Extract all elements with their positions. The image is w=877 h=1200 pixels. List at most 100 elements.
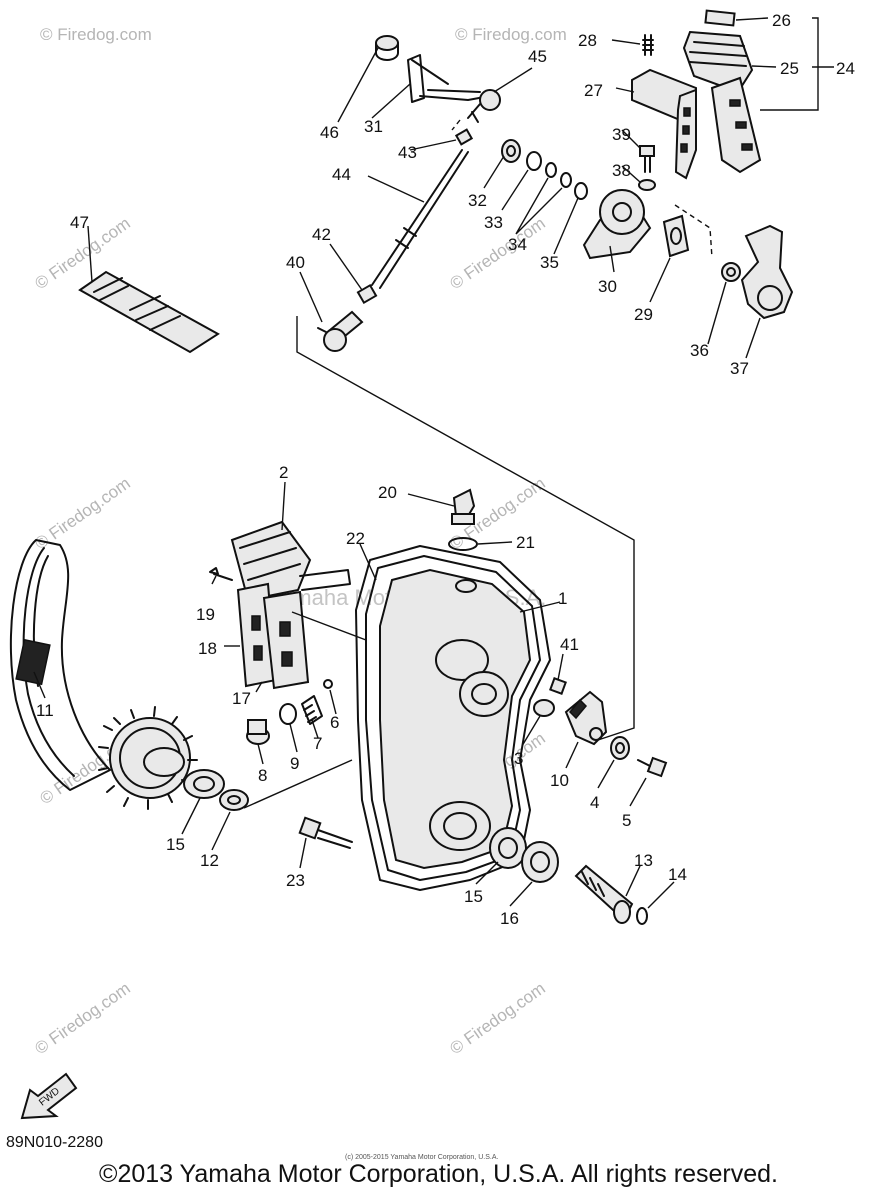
- callout-28: 28: [578, 31, 597, 50]
- part-5-bolt: [637, 756, 668, 778]
- part-code: 89N010-2280: [6, 1134, 103, 1151]
- callout-7: 7: [313, 734, 322, 753]
- callout-3: 3: [514, 749, 523, 768]
- part-20-dipstick: [451, 488, 476, 525]
- part-28-screw: [642, 34, 654, 56]
- part-26-emblem: [704, 9, 736, 27]
- part-17-plate: [262, 590, 310, 690]
- callout-12: 12: [200, 851, 219, 870]
- part-30-pivot-bracket: [582, 189, 652, 260]
- alignment-line: [243, 759, 353, 809]
- watermark-site: © Firedog.com: [40, 25, 152, 44]
- callout-36: 36: [690, 341, 709, 360]
- callout-40: 40: [286, 253, 305, 272]
- part-13-shaft: [574, 864, 634, 924]
- tiny-copyright: (c) 2005-2015 Yamaha Motor Corporation, …: [345, 1154, 499, 1161]
- callout-30: 30: [598, 277, 617, 296]
- callout-27: 27: [584, 81, 603, 100]
- part-6-ball: [323, 679, 333, 689]
- callout-5: 5: [622, 811, 631, 830]
- callout-31: 31: [364, 117, 383, 136]
- callout-15: 15: [166, 835, 185, 854]
- part-37-cover: [740, 224, 794, 320]
- part-1-chain-case: [355, 545, 551, 891]
- callout-21: 21: [516, 533, 535, 552]
- watermark-site: © Firedog.com: [446, 979, 548, 1059]
- part-7-spring: [301, 695, 323, 725]
- part-14-clip: [636, 907, 648, 925]
- callout-9: 9: [290, 754, 299, 773]
- part-4-washer: [610, 736, 630, 760]
- callout-11: 11: [36, 701, 54, 720]
- callout-38: 38: [612, 161, 631, 180]
- part-41-nut: [549, 677, 567, 695]
- callout-43: 43: [398, 143, 417, 162]
- part-38-washer: [638, 179, 656, 191]
- callout-41: 41: [560, 635, 579, 654]
- part-29-plate: [662, 214, 690, 258]
- callout-labels: 1 2 3 4 5 6 7 8 9 10 11 12 13 14 15 15 1…: [36, 11, 855, 928]
- callout-44: 44: [332, 165, 351, 184]
- part-25-shift-grip: [682, 30, 762, 174]
- callout-42: 42: [312, 225, 331, 244]
- sprocket-gear: [98, 706, 198, 810]
- callout-47: 47: [70, 213, 89, 232]
- part-16-seal: [521, 841, 559, 883]
- callout-45: 45: [528, 47, 547, 66]
- callout-2: 2: [279, 463, 288, 482]
- callout-8: 8: [258, 766, 267, 785]
- part-8-plug: [246, 719, 270, 745]
- part-15-bearing: [183, 769, 225, 799]
- callout-17: 17: [232, 689, 251, 708]
- callout-39: 39: [612, 125, 631, 144]
- part-10-shift-arm: [564, 690, 608, 746]
- part-19-screw: [209, 567, 233, 581]
- callout-23: 23: [286, 871, 305, 890]
- watermarks: © Firedog.com © Firedog.com © Firedog.co…: [31, 25, 566, 1058]
- part-42-nut: [356, 283, 378, 305]
- part-34-clip: [545, 162, 557, 178]
- lower-assembly: [9, 488, 668, 925]
- callout-16: 16: [500, 909, 519, 928]
- leader-lines: [33, 17, 834, 909]
- part-32-bushing: [501, 139, 521, 163]
- callout-13: 13: [634, 851, 653, 870]
- part-21-o-ring: [448, 537, 478, 551]
- part-34-clip: [560, 172, 572, 188]
- callout-34: 34: [508, 235, 527, 254]
- part-46-cap: [375, 35, 399, 61]
- callout-29: 29: [634, 305, 653, 324]
- connection-line: [296, 316, 635, 741]
- part-44-rod: [371, 149, 469, 289]
- fwd-arrow: FWD: [20, 1072, 78, 1120]
- callout-32: 32: [468, 191, 487, 210]
- upper-assembly: [78, 9, 794, 354]
- callout-19: 19: [196, 605, 215, 624]
- callout-18: 18: [198, 639, 217, 658]
- callout-15: 15: [464, 887, 483, 906]
- copyright-footer: ©2013 Yamaha Motor Corporation, U.S.A. A…: [99, 1160, 778, 1188]
- part-40-ball-joint: [317, 310, 364, 352]
- part-27-lever-holder: [631, 68, 697, 180]
- callout-22: 22: [346, 529, 365, 548]
- part-31-lever: [407, 54, 491, 103]
- part-15-bearing: [489, 827, 527, 869]
- part-11-chain: [9, 539, 111, 791]
- callout-20: 20: [378, 483, 397, 502]
- callout-6: 6: [330, 713, 339, 732]
- callout-4: 4: [590, 793, 599, 812]
- alignment-line: [674, 204, 713, 259]
- callout-24: 24: [836, 59, 855, 78]
- callout-33: 33: [484, 213, 503, 232]
- callout-1: 1: [558, 589, 567, 608]
- part-12-seal: [219, 789, 249, 811]
- callout-26: 26: [772, 11, 791, 30]
- part-47-label: [78, 270, 220, 354]
- part-43-nut: [454, 128, 474, 146]
- watermark-site: © Firedog.com: [455, 25, 567, 44]
- callout-14: 14: [668, 865, 687, 884]
- part-23-bolt: [298, 816, 353, 849]
- part-36-nut: [721, 262, 741, 282]
- callout-10: 10: [550, 771, 569, 790]
- part-33-washer: [526, 151, 542, 171]
